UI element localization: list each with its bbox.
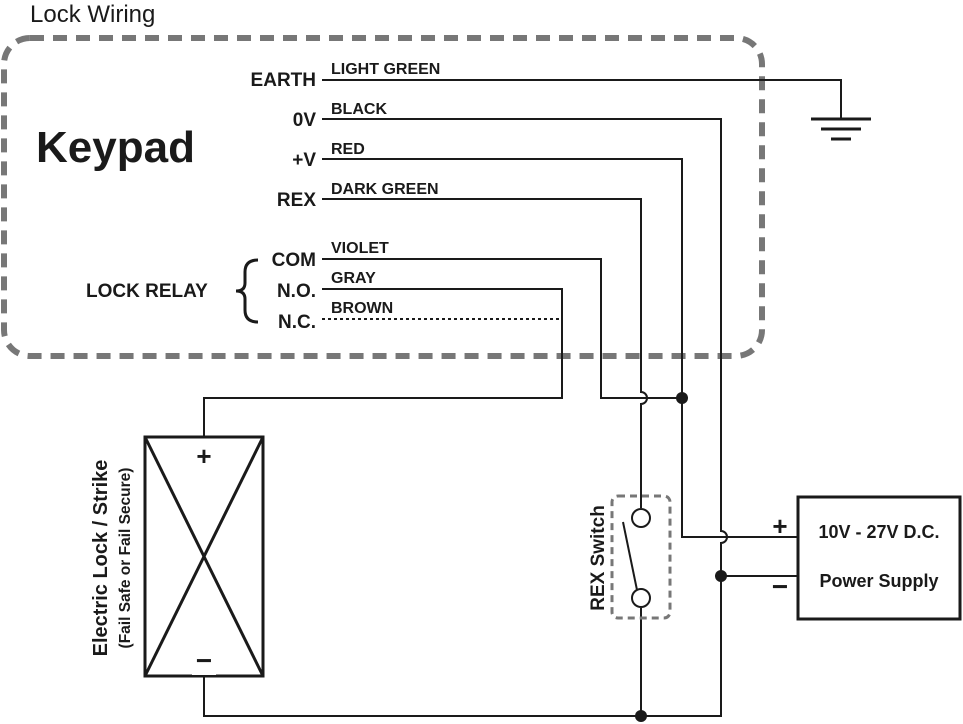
wire-label-nc: BROWN (331, 300, 393, 317)
lock-relay-label: LOCK RELAY (86, 281, 208, 302)
terminal-0v: 0V (293, 110, 317, 131)
wire-label-no: GRAY (331, 270, 376, 287)
lock-subtitle: (Fail Safe or Fail Secure) (117, 468, 134, 649)
lock-title: Electric Lock / Strike (90, 460, 112, 657)
wire-label-0v: BLACK (331, 101, 387, 118)
electric-lock: + − (143, 435, 265, 678)
lock-minus-label: − (196, 645, 212, 676)
power-plus-label: + (772, 511, 787, 541)
wire-com (322, 258, 682, 399)
wire-label-com: VIOLET (331, 240, 389, 257)
wire-label-plus-v: RED (331, 141, 365, 158)
terminal-nc: N.C. (278, 312, 316, 333)
power-minus-label: − (772, 571, 788, 602)
wire-label-earth: LIGHT GREEN (331, 61, 440, 78)
terminal-plus-v: +V (292, 150, 316, 171)
wire-plus-v (322, 158, 798, 538)
rex-switch (610, 494, 672, 620)
junction-dot (635, 710, 647, 722)
junction-dot (676, 392, 688, 404)
terminal-earth: EARTH (251, 70, 316, 91)
rex-switch-label: REX Switch (588, 505, 609, 611)
power-supply-line2: Power Supply (819, 571, 938, 591)
power-supply-line1: 10V - 27V D.C. (818, 522, 939, 542)
lock-plus-label: + (196, 441, 211, 471)
keypad-enclosure (1, 35, 765, 359)
ground-icon (811, 117, 871, 141)
terminal-com: COM (272, 250, 316, 271)
wire-earth (322, 79, 842, 118)
terminal-no: N.O. (277, 281, 316, 302)
lock-relay-brace (235, 258, 259, 324)
junction-dot (715, 570, 727, 582)
wire-label-rex: DARK GREEN (331, 181, 439, 198)
diagram-title: Lock Wiring (30, 1, 155, 28)
power-supply: 10V - 27V D.C. Power Supply (796, 495, 962, 621)
terminal-rex: REX (277, 190, 316, 211)
keypad-label: Keypad (36, 123, 195, 172)
wire-no (203, 288, 563, 437)
